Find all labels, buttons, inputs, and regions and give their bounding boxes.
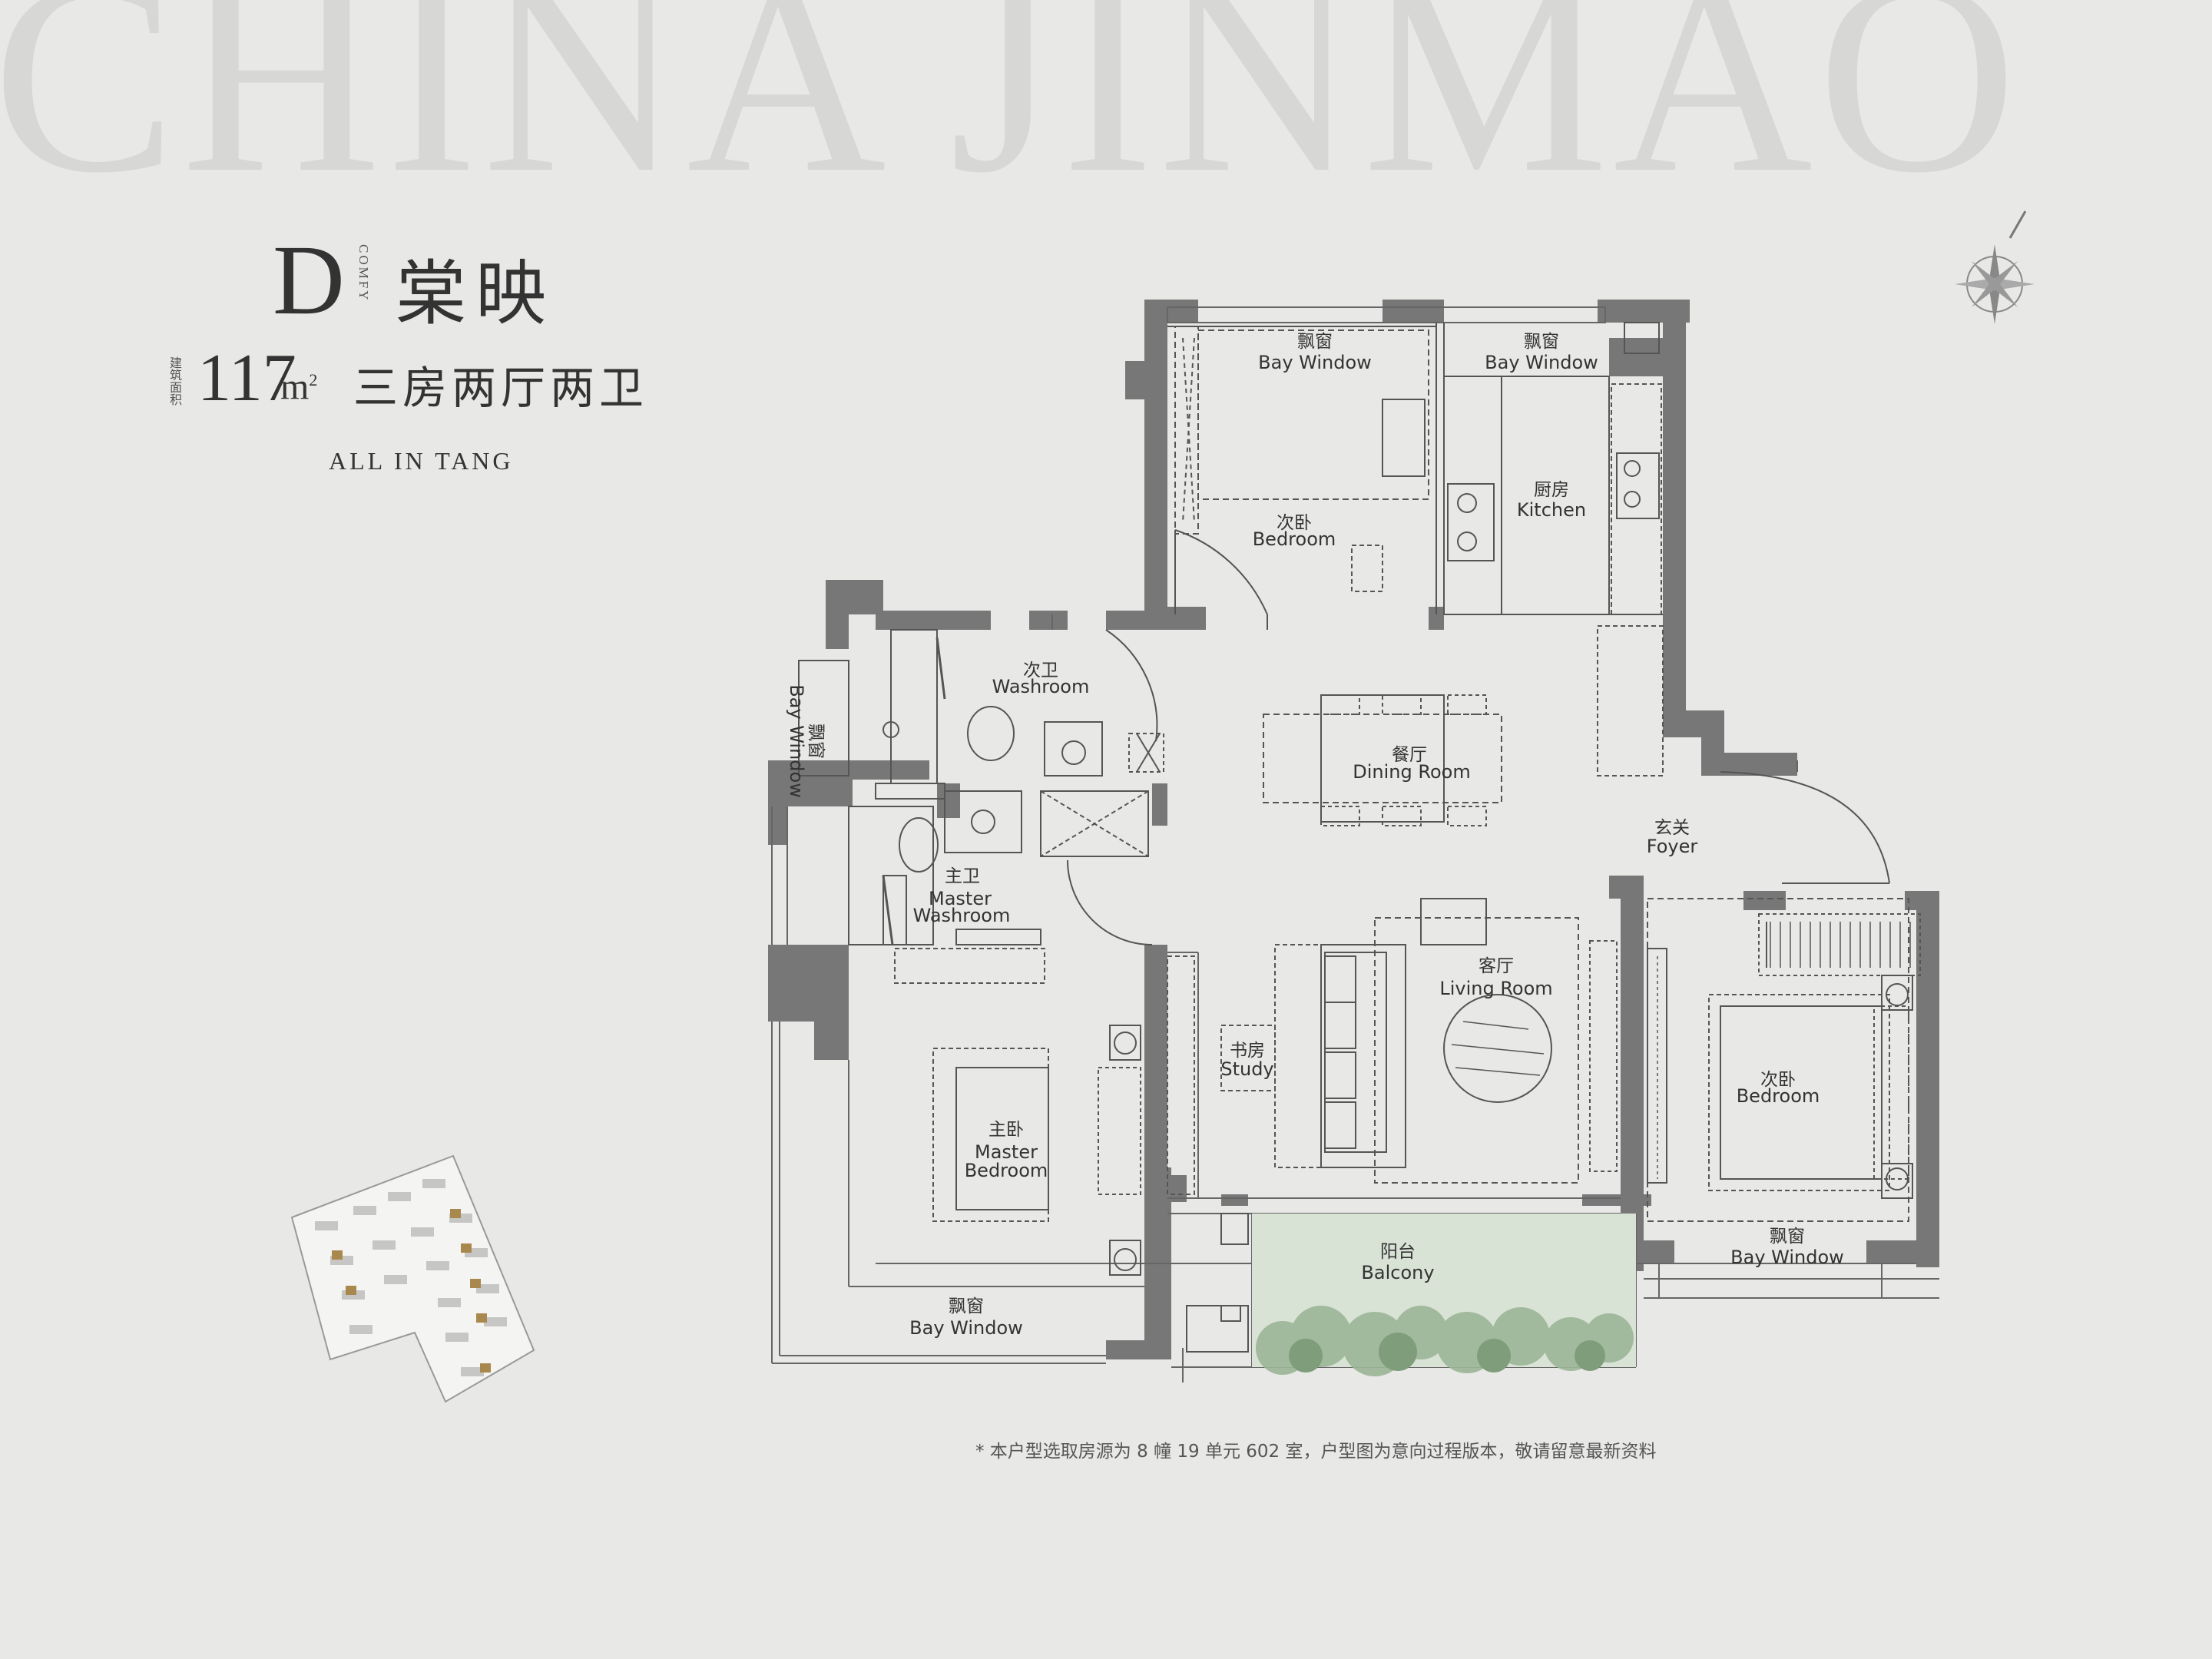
bay-window-b-en: Bay Window	[1485, 352, 1598, 373]
washroom-cn: 次卫	[1023, 661, 1058, 680]
kitchen-en: Kitchen	[1517, 499, 1586, 521]
master-washroom-en2: Washroom	[913, 905, 1011, 926]
area-value: 117	[197, 341, 296, 416]
bay-window-bottom-left-cn: 飘窗	[949, 1296, 984, 1316]
master-washroom-en1: Master	[929, 888, 992, 909]
room-labels: 飘窗 Bay Window 飘窗 Bay Window 次卧 Bedroom 厨…	[909, 332, 1844, 1339]
brand-watermark: CHINA JINMAO	[0, 0, 2022, 230]
bay-window-a-en: Bay Window	[1258, 352, 1372, 373]
bay-window-b-cn: 飘窗	[1524, 332, 1559, 352]
bedroom-top-cn: 次卧	[1277, 513, 1312, 533]
living-en: Living Room	[1439, 978, 1552, 999]
bay-window-side-en: Bay Window	[786, 684, 807, 798]
bay-window-a-cn: 飘窗	[1297, 332, 1333, 352]
bedroom-top-en: Bedroom	[1253, 528, 1336, 550]
layout-description: 三房两厅两卫	[353, 362, 649, 414]
bedroom-right-cn: 次卧	[1760, 1070, 1796, 1090]
bedroom-right-en: Bedroom	[1737, 1085, 1820, 1107]
interior-lines	[798, 322, 1921, 1353]
dining-en: Dining Room	[1353, 761, 1470, 783]
site-plan-icon	[290, 1154, 535, 1403]
bay-window-bottom-right-en: Bay Window	[1730, 1247, 1844, 1268]
balcony-plants	[1252, 1214, 1636, 1376]
study-cn: 书房	[1230, 1041, 1265, 1061]
master-bedroom-en1: Master	[975, 1141, 1038, 1163]
master-bedroom-cn: 主卧	[988, 1120, 1024, 1140]
unit-type-letter: D	[273, 225, 345, 336]
kitchen-cn: 厨房	[1534, 480, 1569, 500]
comfy-tag: COMFY	[356, 244, 371, 303]
compass-rose-icon	[1955, 210, 2035, 324]
living-cn: 客厅	[1479, 956, 1514, 976]
balcony-en: Balcony	[1361, 1262, 1434, 1283]
area-unit: m2	[280, 366, 318, 407]
area-label: 建筑面积	[167, 356, 182, 406]
foyer-en: Foyer	[1647, 836, 1698, 857]
master-washroom-cn: 主卫	[945, 866, 980, 886]
unit-type-name: 棠映	[396, 253, 556, 335]
bay-window-bottom-left-en: Bay Window	[909, 1317, 1023, 1339]
dining-cn: 餐厅	[1392, 745, 1427, 765]
footnote: * 本户型选取房源为 8 幢 19 单元 602 室，户型图为意向过程版本，敬请…	[975, 1442, 1657, 1462]
bay-window-side-label: Bay Window 飘窗	[786, 684, 826, 798]
bay-window-side-cn: 飘窗	[806, 724, 826, 759]
project-subtitle: ALL IN TANG	[329, 447, 514, 475]
balcony-cn: 阳台	[1380, 1242, 1416, 1262]
washroom-en: Washroom	[992, 676, 1090, 697]
foyer-cn: 玄关	[1654, 818, 1690, 838]
bay-window-bottom-right-cn: 飘窗	[1770, 1227, 1805, 1247]
walls	[768, 300, 1939, 1359]
study-en: Study	[1220, 1058, 1273, 1080]
master-bedroom-en2: Bedroom	[965, 1160, 1048, 1181]
title-block: D COMFY 棠映	[273, 225, 546, 336]
